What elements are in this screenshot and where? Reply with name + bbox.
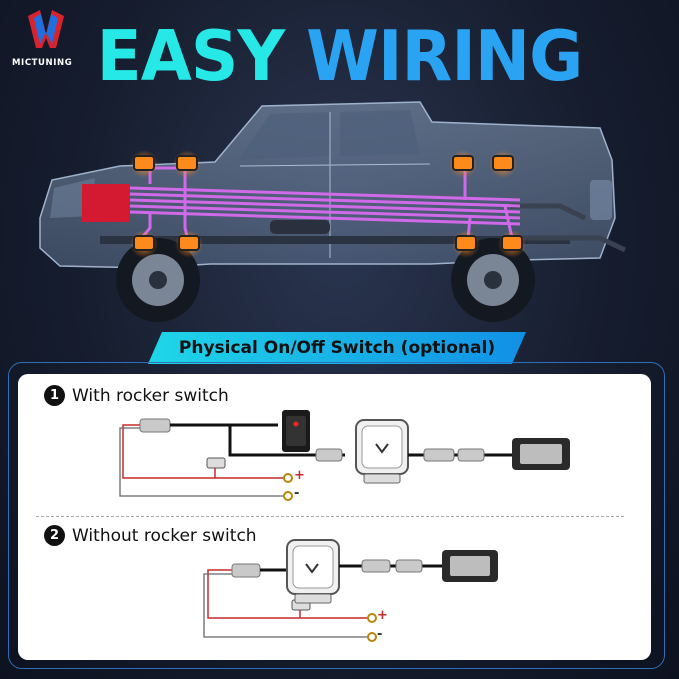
- led-pod-front-top-right: [173, 150, 201, 178]
- diagram-with-switch: [119, 410, 570, 501]
- mictuning-m-icon: [28, 10, 64, 48]
- front-wheel: [116, 238, 200, 322]
- banner-text: Physical On/Off Switch (optional): [178, 338, 496, 358]
- negative-label-2: -: [377, 627, 383, 642]
- headline-word-wiring: WIRING: [306, 16, 583, 97]
- led-pod-front-bottom-left: [130, 230, 158, 258]
- led-pod-rear-top-left: [449, 150, 477, 178]
- positive-label-1: +: [294, 468, 305, 483]
- led-light-1: [512, 438, 570, 470]
- headline-word-easy: EASY: [96, 16, 285, 97]
- led-light-2: [442, 550, 498, 582]
- section-1-title: 1 With rocker switch: [44, 385, 229, 406]
- headline: EASY WIRING: [0, 16, 679, 97]
- wiring-harness: [129, 166, 521, 241]
- led-pod-front-top-left: [130, 150, 158, 178]
- brand-logo: MICTUNING: [12, 8, 82, 70]
- control-module-2: [286, 539, 340, 604]
- section-1-number: 1: [44, 385, 65, 406]
- control-box: [82, 184, 130, 222]
- section-1-label: With rocker switch: [72, 385, 229, 406]
- truck-frame: [100, 203, 627, 253]
- led-pod-rear-bottom-right: [498, 230, 526, 258]
- section-2-title: 2 Without rocker switch: [44, 525, 257, 546]
- brand-name: MICTUNING: [12, 58, 73, 68]
- wiring-panel: [18, 374, 651, 660]
- rear-wheel: [451, 238, 535, 322]
- fuse-holder: [206, 457, 226, 478]
- truck-illustration: [39, 101, 627, 322]
- positive-label-2: +: [377, 608, 388, 623]
- negative-label-1: -: [294, 486, 300, 501]
- diagram-without-switch: [203, 539, 498, 642]
- panel-border: [8, 362, 665, 669]
- led-pod-front-bottom-right: [175, 230, 203, 258]
- control-module-1: [355, 419, 409, 484]
- led-pod-rear-top-right: [489, 150, 517, 178]
- section-2-number: 2: [44, 525, 65, 546]
- led-pods: [130, 150, 526, 258]
- section-divider: [36, 516, 624, 517]
- rocker-switch: [282, 410, 310, 452]
- section-2-label: Without rocker switch: [72, 525, 257, 546]
- led-pod-rear-bottom-left: [452, 230, 480, 258]
- switch-banner: Physical On/Off Switch (optional): [148, 332, 526, 364]
